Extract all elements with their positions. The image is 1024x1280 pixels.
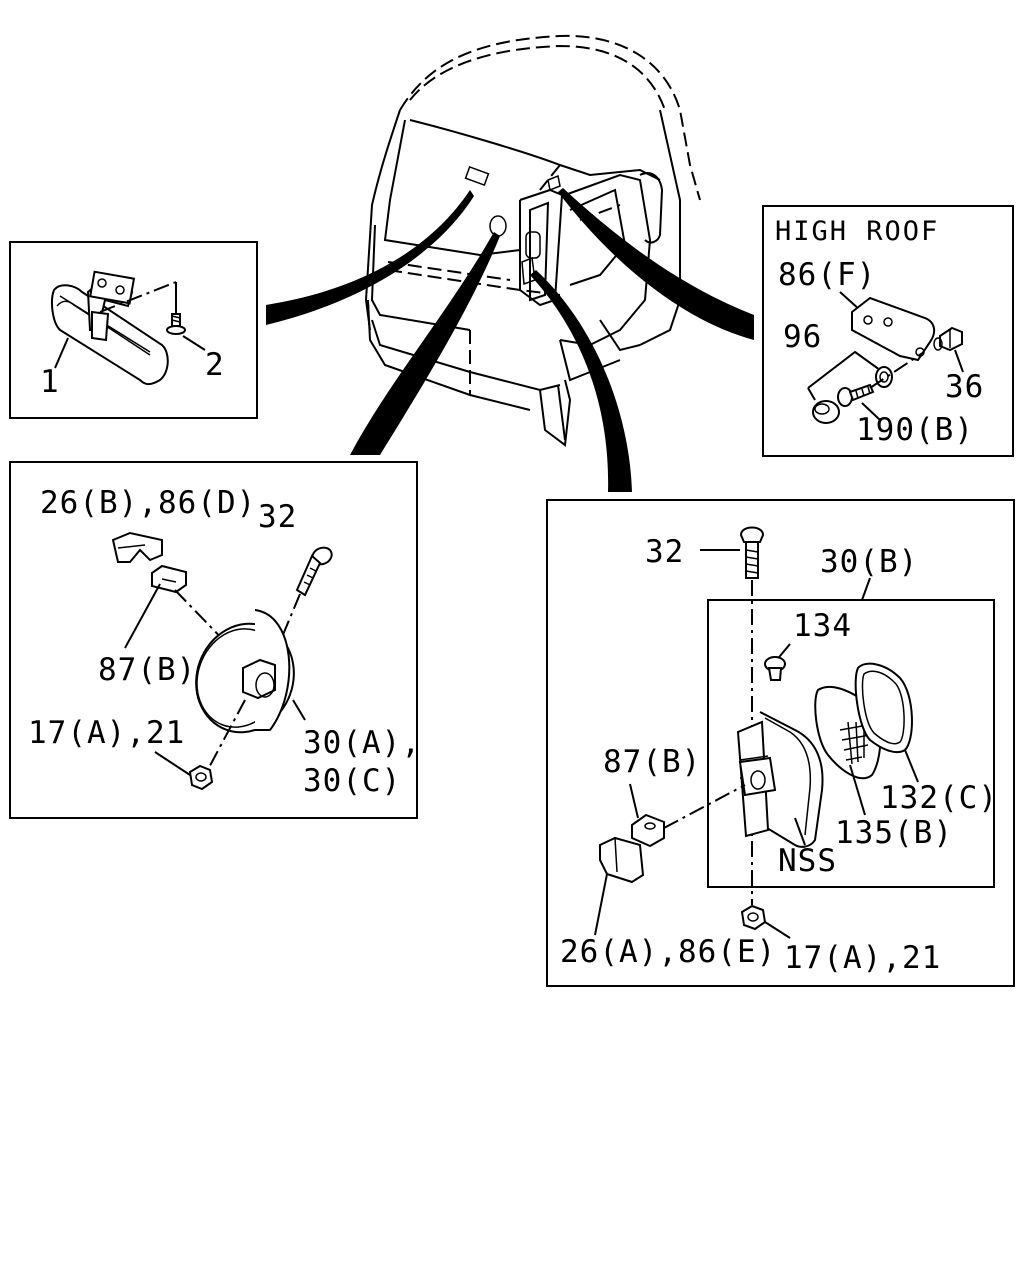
lamp-housing-nss <box>736 711 824 848</box>
high-roof-heading: HIGH ROOF <box>775 216 939 247</box>
roof-bracket-86f <box>851 296 936 362</box>
label-part-17a-21-square: 17(A),21 <box>784 940 941 976</box>
label-part-134: 134 <box>793 608 852 644</box>
label-part-190b: 190(B) <box>856 412 974 448</box>
label-part-135b: 135(B) <box>835 815 953 851</box>
label-part-30b: 30(B) <box>820 544 918 580</box>
roof-nut-36 <box>933 326 963 352</box>
label-part-30a: 30(A), <box>303 725 421 761</box>
switch-cover-26a <box>599 836 645 884</box>
label-part-87b-square: 87(B) <box>603 744 701 780</box>
switch-cover-26b <box>111 531 163 563</box>
label-part-2: 2 <box>205 347 225 383</box>
label-part-96: 96 <box>783 319 822 355</box>
leader-lines <box>266 188 754 492</box>
label-part-87b-round: 87(B) <box>98 652 196 688</box>
roof-bolt-190b <box>837 383 875 407</box>
label-part-nss: NSS <box>778 843 837 879</box>
label-part-32-square: 32 <box>645 534 684 570</box>
label-part-86f: 86(F) <box>778 257 876 293</box>
mirror-screw <box>99 281 186 335</box>
high-roof-detail-box: HIGH ROOF 86(F) 36 96 <box>762 205 1014 457</box>
roof-washer <box>875 366 893 388</box>
round-lamp-detail-box: 26(B),86(D) 32 87(B) 30(A), 30(C) <box>9 461 421 819</box>
rim-132c <box>854 662 913 754</box>
label-part-26a-86e: 26(A),86(E) <box>560 934 776 970</box>
roof-cap-96 <box>812 400 840 424</box>
label-part-17a-21-round: 17(A),21 <box>28 715 185 751</box>
square-lamp-detail-box: 32 30(B) 134 <box>546 499 1015 987</box>
label-part-26b-86d: 26(B),86(D) <box>40 485 256 521</box>
bolt-32-round <box>295 546 333 597</box>
label-part-30c: 30(C) <box>303 763 401 799</box>
nut-17a-square <box>740 904 767 931</box>
label-part-132c: 132(C) <box>880 780 998 816</box>
clip-87b-round <box>151 564 187 594</box>
label-part-1: 1 <box>40 364 60 400</box>
nut-17a-round <box>188 764 214 791</box>
label-part-32-round: 32 <box>258 499 297 535</box>
bolt-32-square <box>739 526 765 579</box>
mirror-detail-box: 2 1 <box>9 241 258 419</box>
bulb-134 <box>764 656 786 681</box>
rear-view-mirror <box>51 270 169 386</box>
clip-87b-square <box>631 813 665 848</box>
label-part-36: 36 <box>945 369 984 405</box>
round-lamp-30a <box>195 609 295 734</box>
